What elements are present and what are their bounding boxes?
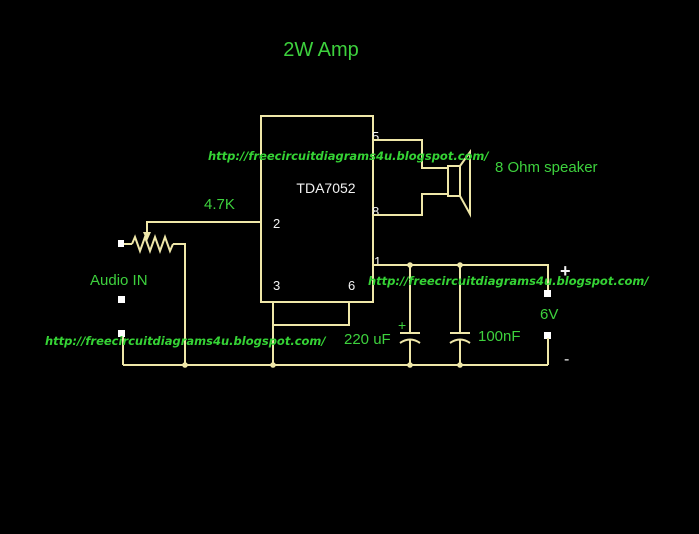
pin-3-label: 3 xyxy=(273,278,280,293)
cap1-polarity: + xyxy=(398,317,406,333)
watermark-url: http://freecircuitdiagrams4u.blogspot.co… xyxy=(45,334,326,348)
junction-dot xyxy=(182,362,188,368)
pin-1-label: 1 xyxy=(374,254,381,269)
speaker-wire-pin5 xyxy=(373,139,448,169)
audio-ground-terminal xyxy=(118,330,125,337)
junction-dot xyxy=(407,362,413,368)
junction-dot xyxy=(457,362,463,368)
cap1-plate-bottom xyxy=(399,338,421,344)
speaker-wire-pin8 xyxy=(373,193,448,216)
supply-plus-terminal xyxy=(544,290,551,297)
supply-minus-terminal xyxy=(544,332,551,339)
cap1-label: 220 uF xyxy=(344,331,391,348)
speaker-cone-icon xyxy=(459,148,471,218)
minus-sign: - xyxy=(564,351,569,368)
cap2-plate-bottom xyxy=(449,338,471,344)
plus-sign: + xyxy=(560,261,571,281)
pin-8-label: 8 xyxy=(372,204,379,219)
junction-dot xyxy=(270,362,276,368)
watermark-url: http://freecircuitdiagrams4u.blogspot.co… xyxy=(368,274,649,288)
pin-6-label: 6 xyxy=(348,278,355,293)
pin-2-label: 2 xyxy=(273,216,280,231)
speaker-magnet xyxy=(447,165,461,197)
diagram-title: 2W Amp xyxy=(283,39,359,61)
audio-in-terminal xyxy=(118,296,125,303)
potentiometer-zigzag xyxy=(131,234,174,254)
pin-5-label: 5 xyxy=(372,129,379,144)
pot-terminal xyxy=(118,240,124,247)
cap2-label: 100nF xyxy=(478,328,521,345)
supply-rail xyxy=(373,264,549,290)
audio-in-label: Audio IN xyxy=(90,272,148,289)
speaker-label: 8 Ohm speaker xyxy=(495,159,598,176)
pot-lead-right xyxy=(173,243,186,365)
wiper-wire xyxy=(146,221,261,236)
ic-body xyxy=(260,115,374,303)
ic-name: TDA7052 xyxy=(296,180,355,196)
supply-voltage: 6V xyxy=(540,306,558,323)
watermark-url: http://freecircuitdiagrams4u.blogspot.co… xyxy=(208,149,489,163)
resistor-value: 4.7K xyxy=(204,196,235,213)
